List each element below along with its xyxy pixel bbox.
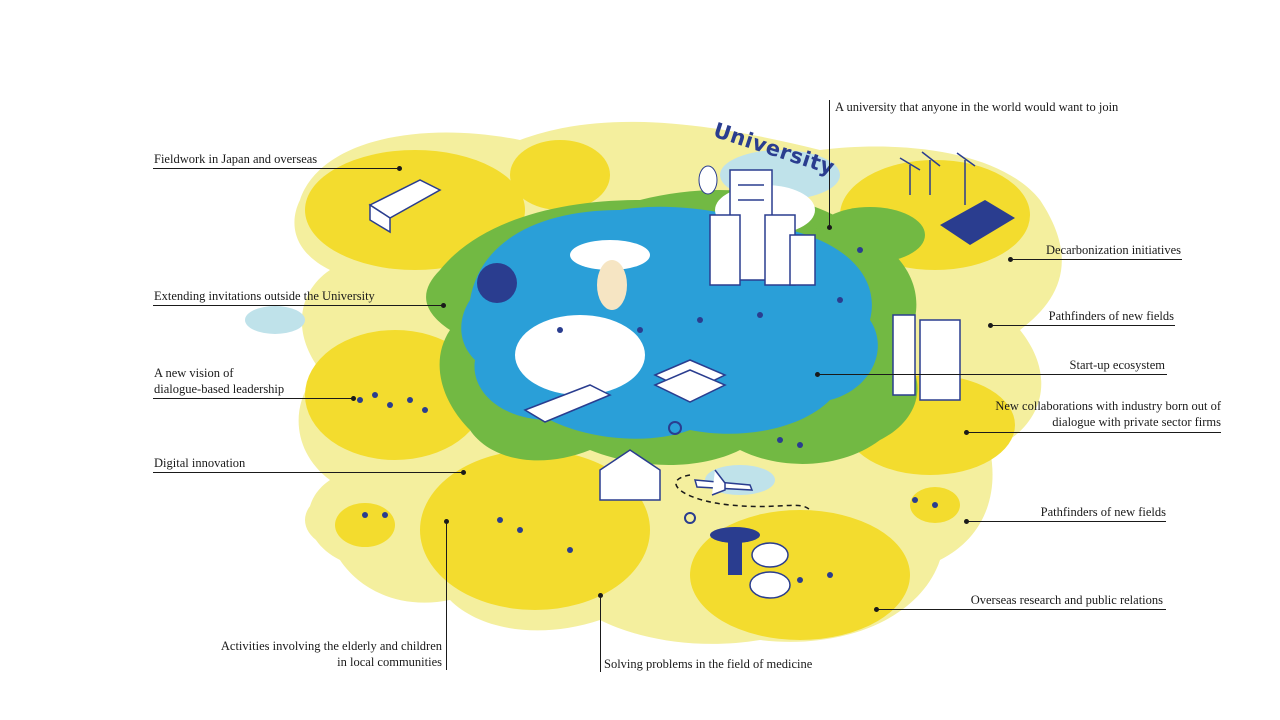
callout-startup: Start-up ecosystem bbox=[1069, 358, 1165, 372]
globe bbox=[477, 263, 517, 303]
flight-path bbox=[675, 474, 811, 511]
leader-dot-decarbonization bbox=[1008, 257, 1013, 262]
leader-dot-leadership bbox=[351, 396, 356, 401]
callout-leadership-line2: dialogue-based leadership bbox=[154, 382, 285, 396]
callout-elderly-line2: in local communities bbox=[337, 655, 442, 669]
leader-pathfinders-bottom bbox=[966, 521, 1166, 522]
leader-startup bbox=[817, 374, 1167, 375]
house bbox=[599, 449, 661, 501]
callout-university-join: A university that anyone in the world wo… bbox=[835, 100, 1119, 114]
leader-pathfinders-top bbox=[990, 325, 1175, 326]
medical-tablet bbox=[523, 384, 612, 423]
callout-collab-line2: dialogue with private sector firms bbox=[1052, 415, 1221, 429]
callout-overseas: Overseas research and public relations bbox=[970, 593, 1163, 607]
leader-dot-startup bbox=[815, 372, 820, 377]
books-stack bbox=[653, 359, 727, 403]
baobab-trees bbox=[710, 527, 760, 575]
greenhouse bbox=[368, 179, 442, 234]
yellow-blobs bbox=[305, 140, 1030, 640]
leader-extending-invitations bbox=[153, 305, 443, 306]
callout-pathfinders-top: Pathfinders of new fields bbox=[1048, 309, 1174, 323]
callout-decarbonization: Decarbonization initiatives bbox=[1045, 243, 1181, 257]
leader-dot-pathfinders-top bbox=[988, 323, 993, 328]
target-markers bbox=[668, 421, 696, 524]
leader-decarbonization bbox=[1010, 259, 1182, 260]
callout-leadership-line1: A new vision of bbox=[154, 366, 234, 380]
leader-dot-elderly bbox=[444, 519, 449, 524]
callout-elderly-line1: Activities involving the elderly and chi… bbox=[220, 639, 442, 653]
people-dots bbox=[357, 247, 938, 583]
leader-leadership bbox=[153, 398, 353, 399]
leader-dot-fieldwork bbox=[397, 166, 402, 171]
leader-dot-digital bbox=[461, 470, 466, 475]
yurts bbox=[749, 542, 791, 599]
leader-dot-collab bbox=[964, 430, 969, 435]
callout-digital: Digital innovation bbox=[154, 456, 246, 470]
leader-overseas bbox=[876, 609, 1166, 610]
callout-extending-invitations: Extending invitations outside the Univer… bbox=[154, 289, 375, 303]
university-building bbox=[709, 169, 816, 286]
leader-university-join bbox=[829, 100, 830, 227]
leader-dot-overseas bbox=[874, 607, 879, 612]
leader-medicine bbox=[600, 596, 601, 672]
callout-fieldwork: Fieldwork in Japan and overseas bbox=[154, 152, 318, 166]
airplane bbox=[693, 469, 754, 496]
leader-elderly bbox=[446, 522, 447, 670]
callout-collab-line1: New collaborations with industry born ou… bbox=[995, 399, 1221, 413]
leader-dot-extending-invitations bbox=[441, 303, 446, 308]
leader-dot-university-join bbox=[827, 225, 832, 230]
tree bbox=[597, 165, 718, 310]
leader-dot-pathfinders-bottom bbox=[964, 519, 969, 524]
callout-pathfinders-bottom: Pathfinders of new fields bbox=[1040, 505, 1166, 519]
wind-turbines bbox=[899, 151, 976, 205]
leader-collab bbox=[966, 432, 1221, 433]
city-towers bbox=[892, 314, 961, 401]
leader-digital bbox=[153, 472, 463, 473]
leader-fieldwork bbox=[153, 168, 399, 169]
leader-dot-medicine bbox=[598, 593, 603, 598]
callout-medicine: Solving problems in the field of medicin… bbox=[604, 657, 813, 671]
solar-panels bbox=[940, 200, 1015, 245]
